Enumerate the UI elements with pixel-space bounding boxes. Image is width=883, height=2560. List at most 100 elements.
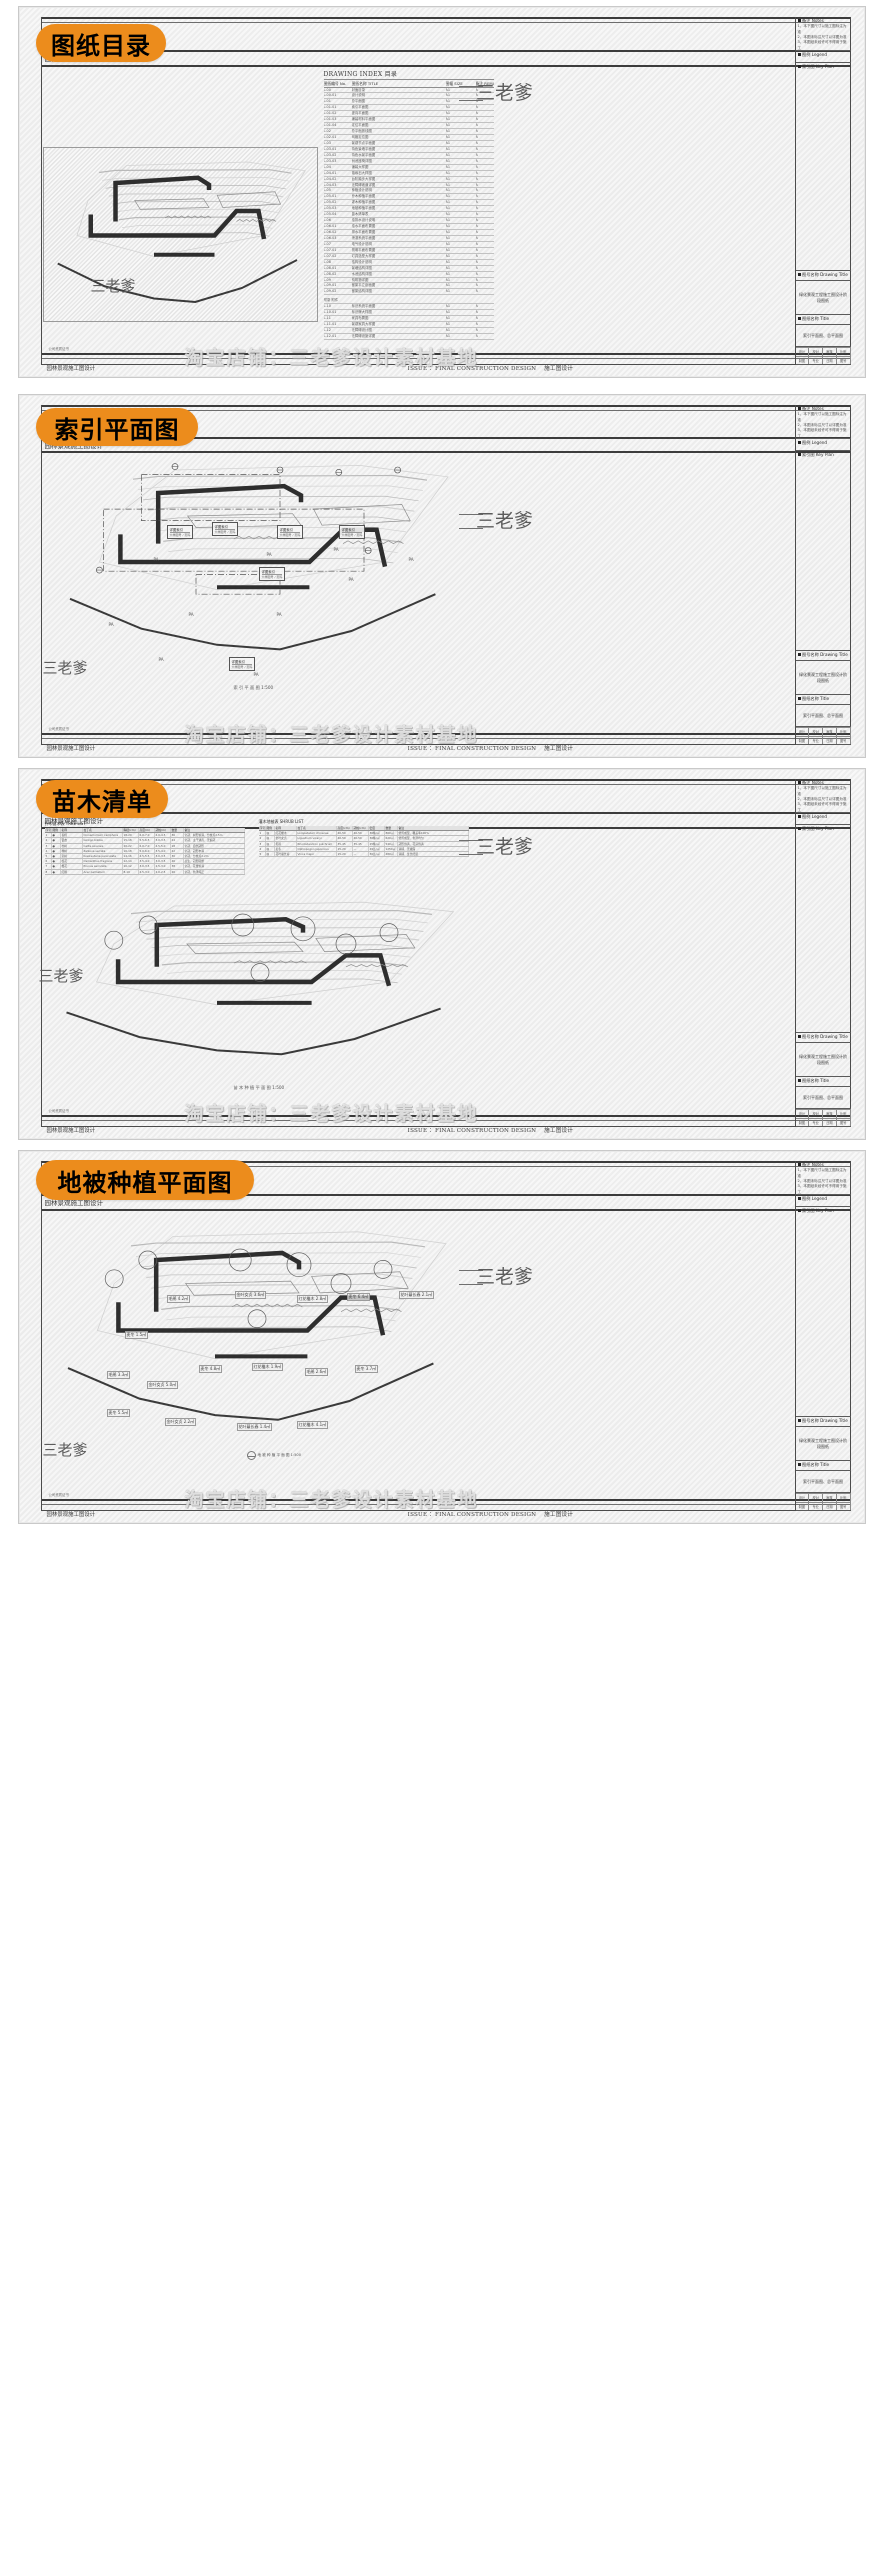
index-cell: A — [475, 99, 478, 104]
tree-list-table-cell: 3.5-4.0 — [155, 848, 171, 853]
cad-sheet: PROJECT 项目名称 园林景观施工图设计 公司资质证书 园林景观施工图设计 … — [17, 394, 866, 758]
tree-list-table-cell: 10-12 — [123, 864, 139, 869]
panel-plant-list: PROJECT 项目名称 园林景观施工图设计 公司资质证书 园林景观施工图设计 … — [0, 762, 883, 1144]
titleblock-title: 图纸名称 Title — [795, 1461, 851, 1471]
index-cell: 台阶踏步大样图 — [351, 176, 376, 181]
index-cell: A — [475, 328, 478, 332]
shrub-list-table-title: 灌木地被表 SHRUB LIST — [258, 819, 304, 824]
sheet-header-divider — [40, 812, 851, 814]
index-section-label-row: 附录 附件 — [323, 298, 494, 305]
titleblock-keyplan-label: 索引图 Key Plan — [802, 1207, 834, 1213]
index-cell: 封面目录 — [351, 87, 366, 92]
shrub-list-table-cell: 36丛/㎡ — [369, 851, 385, 857]
area-tag: PA — [408, 557, 414, 562]
bullet-square-icon — [797, 273, 801, 277]
badge-groundcover-plan[interactable]: 地被种植平面图 — [36, 1160, 254, 1200]
tree-list-table-column-header: 备注 — [184, 828, 245, 833]
index-cell: 总平面放线图 — [351, 129, 372, 134]
shrub-list-table-cell: 麦冬 — [275, 846, 297, 851]
footer-left-text: 园林景观施工图设计 — [46, 1128, 96, 1134]
badge-drawing-index[interactable]: 图纸目录 — [36, 24, 166, 62]
titleblock-notes-head: 备注 Notes — [797, 1162, 849, 1167]
shrub-list-table-column-header: 备注 — [398, 826, 469, 831]
planting-area-label: 麦冬 1.5㎡ — [124, 1331, 149, 1339]
index-cell: A1 — [445, 182, 450, 187]
tree-list-table-cell: 36 — [171, 833, 184, 838]
index-cell: L-10-01 — [323, 310, 337, 315]
index-cell: A1 — [445, 158, 450, 163]
index-cell: A1 — [445, 93, 450, 98]
index-cell: L-08 — [323, 259, 331, 264]
watermark-side-rule — [459, 514, 483, 515]
tree-list-table-cell: 栾树 — [61, 853, 83, 859]
detail-callout: 详图索引 大样图号 / 页码 — [338, 525, 366, 539]
footer-issue-text: ISSUE ：FINAL CONSTRUCTION DESIGN 施工图设计 — [407, 1512, 574, 1518]
area-tag: PA — [158, 657, 164, 662]
shrub-list-table-cell: 满铺、生长旺盛 — [398, 851, 469, 857]
planting-area-label: 麦冬 4.8㎡ — [198, 1365, 223, 1373]
area-tag: PA — [108, 622, 114, 627]
detail-callout: 详图索引 大样图号 / 页码 — [258, 567, 286, 581]
detail-callout-sub: 大样图号 / 页码 — [261, 574, 283, 579]
index-cell: A1 — [445, 170, 450, 175]
footer-left-text: 园林景观施工图设计 — [46, 366, 96, 372]
watermark-side-rule — [459, 854, 483, 855]
tree-list-table-cell: 3.0-3.5 — [155, 853, 171, 859]
footer-qualification-note: 公司资质证书 — [48, 727, 69, 731]
titleblock-title-label: 图纸名称 Title — [802, 315, 830, 321]
index-column-header: 备注 REMARK — [475, 81, 494, 86]
titleblock-signoff-cell: 审核 — [823, 1109, 837, 1118]
index-cell: A — [475, 93, 478, 98]
index-cell: L-03-02 — [323, 152, 337, 157]
planting-area-label: 麦冬 6.4㎡ — [346, 1293, 371, 1301]
index-cell: A — [475, 170, 478, 175]
project-label-cn: 园林景观施工图设计 — [44, 442, 104, 450]
shrub-list-table-cell: — — [353, 851, 369, 857]
section-marker-icon — [246, 1451, 256, 1460]
shrub-list-table-cell: 修剪成型、色泽均匀 — [398, 836, 469, 841]
sheet-header-divider-2 — [40, 1209, 851, 1211]
index-cell: 喷灌系统平面图 — [351, 235, 376, 240]
index-cell: A — [475, 200, 478, 205]
badge-index-plan[interactable]: 索引平面图 — [36, 408, 198, 446]
titleblock-signoff-cell: 专业 — [809, 1501, 823, 1510]
index-cell: A — [475, 146, 478, 151]
sheet-border — [40, 779, 851, 1127]
detail-callout: 详图索引 大样图号 / 页码 — [211, 522, 239, 536]
titleblock-title: 图纸名称 Title — [795, 315, 851, 325]
index-cell: A1 — [445, 194, 450, 199]
tree-list-table-cell: 4 — [45, 848, 52, 853]
index-cell: A — [475, 265, 478, 270]
index-cell: A1 — [445, 206, 450, 211]
watermark-side-rule — [459, 1270, 483, 1271]
titleblock-drawingtitle: 图号名称 Drawing Title — [795, 271, 851, 281]
titleblock-signoff-cell: 审核 — [823, 727, 837, 736]
index-cell: A — [475, 289, 478, 294]
index-cell: L-01-04 — [323, 123, 337, 128]
index-cell: L-05-03 — [323, 206, 337, 211]
detail-callout-sub: 大样图号 / 页码 — [279, 532, 301, 537]
badge-plant-list[interactable]: 苗木清单 — [36, 780, 168, 818]
shrub-list-table-cell: 40-50 — [353, 836, 369, 841]
sheet-border — [40, 17, 851, 365]
index-cell: A — [475, 235, 478, 240]
index-cell: L-08-01 — [323, 265, 337, 270]
bullet-square-icon — [797, 1419, 801, 1423]
bullet-square-icon — [797, 453, 801, 457]
sheet-top-rule — [40, 17, 851, 19]
index-cell: 无障碍设计图 — [351, 328, 372, 332]
index-cell: L-03 — [323, 140, 331, 145]
shrub-list-table: 灌木地被表 SHRUB LIST 序号图例名称拉丁名高度(cm)冠幅(cm)密度… — [258, 819, 469, 858]
index-cell: 排水平面布置图 — [351, 230, 376, 234]
